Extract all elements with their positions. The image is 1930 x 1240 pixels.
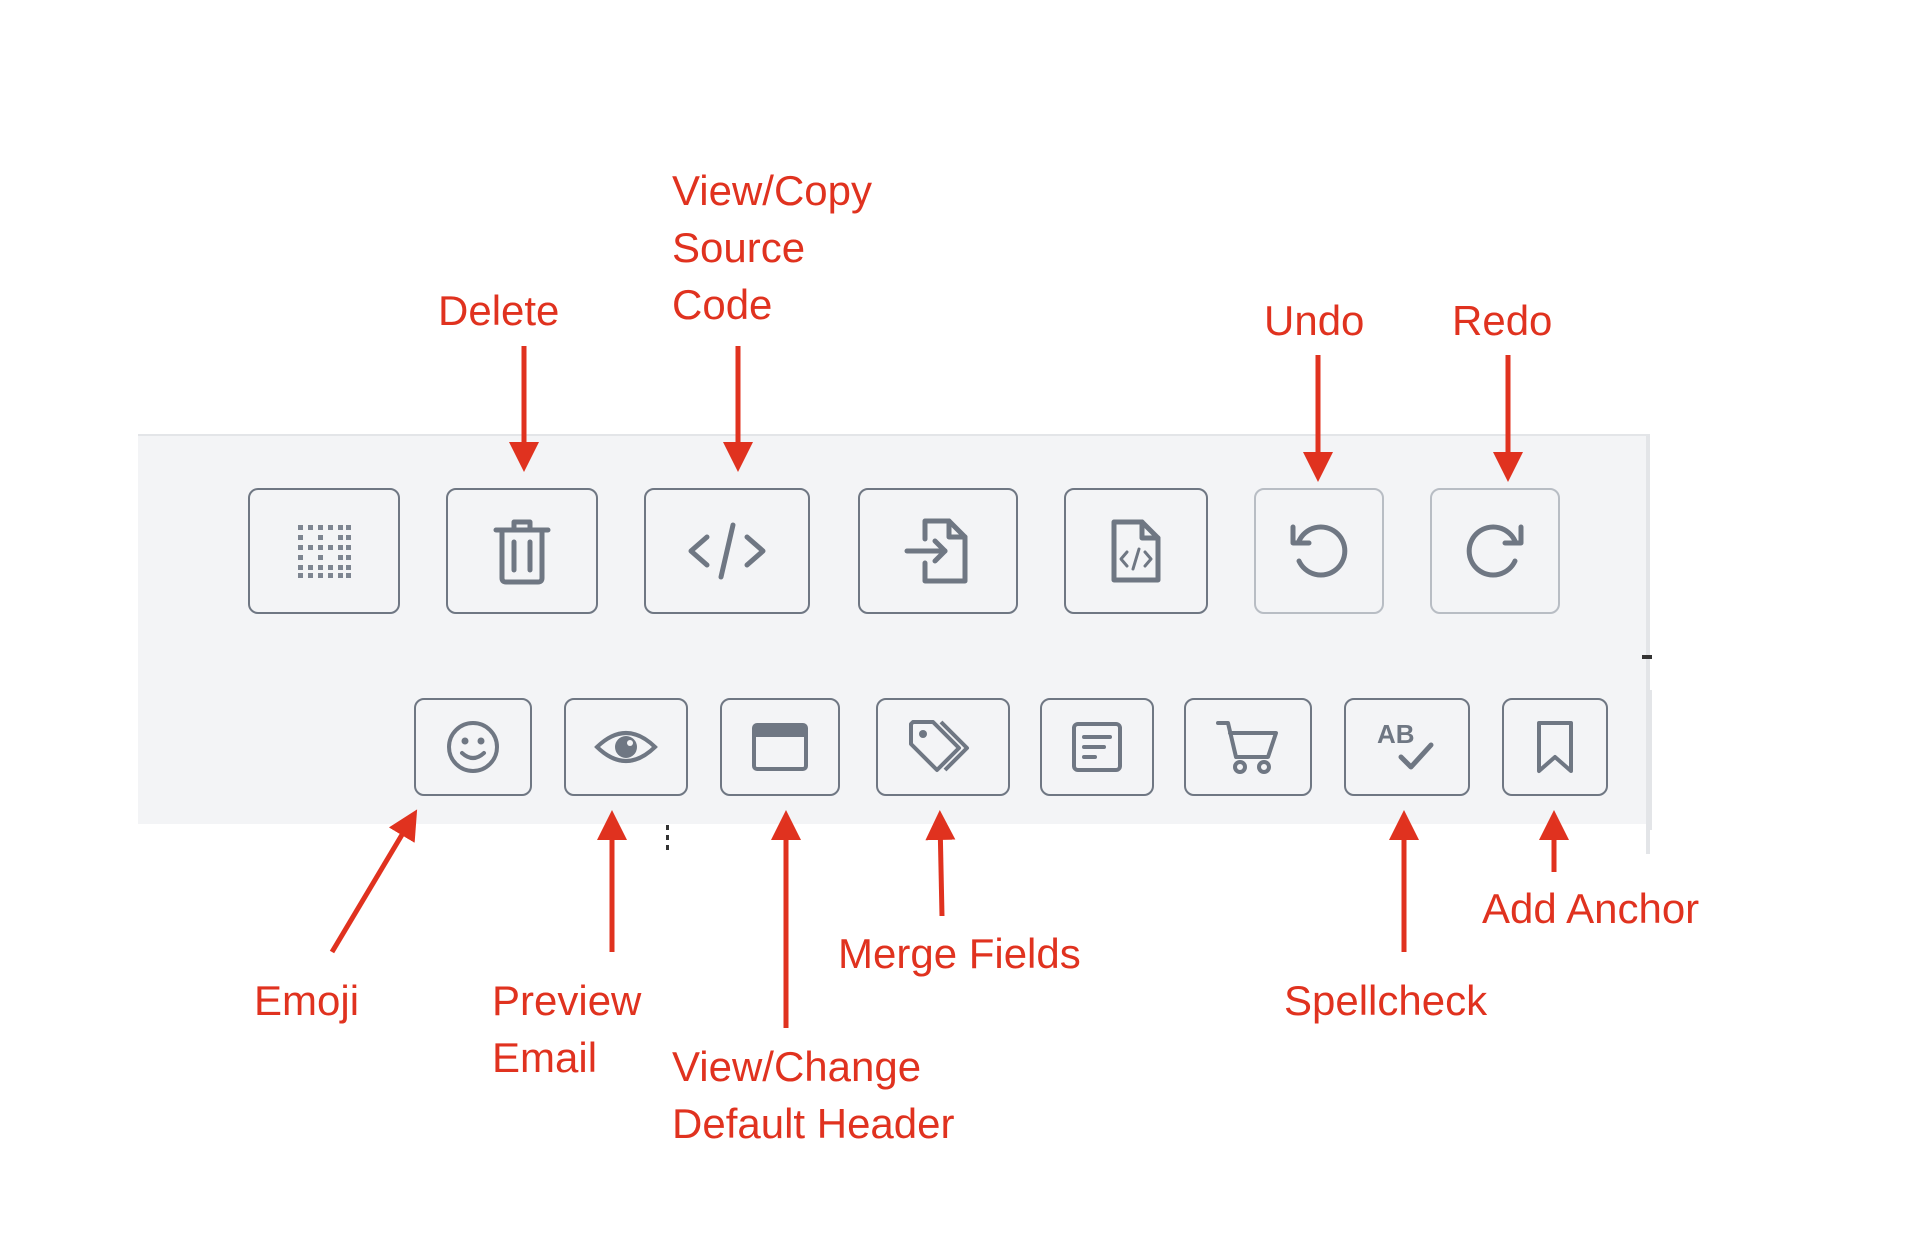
- spellcheck-glyph: AB: [1377, 719, 1415, 749]
- emoji-arrow: [329, 809, 418, 954]
- file-code-icon: [1111, 519, 1161, 583]
- preview-email-label: Preview Email: [492, 977, 642, 1081]
- undo-label: Undo: [1264, 297, 1365, 344]
- eye-icon: [594, 731, 658, 763]
- dotted-grid-button[interactable]: [248, 488, 400, 614]
- drag-handle-icon[interactable]: [666, 825, 670, 855]
- cart-button[interactable]: [1184, 698, 1312, 796]
- redo-button[interactable]: [1430, 488, 1560, 614]
- emoji-label: Emoji: [254, 977, 360, 1024]
- html-file-button[interactable]: [1064, 488, 1208, 614]
- file-import-icon: [904, 518, 968, 584]
- preview-email-button[interactable]: [564, 698, 688, 796]
- panel-edge: [1646, 434, 1650, 854]
- merge-fields-button[interactable]: [876, 698, 1010, 796]
- redo-label: Redo: [1452, 297, 1553, 344]
- panel-edge-lower: [1650, 690, 1652, 830]
- scroll-marker: [1642, 655, 1652, 659]
- undo-button[interactable]: [1254, 488, 1384, 614]
- default-header-label: View/Change Default Header: [672, 1043, 955, 1147]
- tags-icon: [909, 720, 969, 772]
- window-header-icon: [752, 723, 808, 771]
- cart-icon: [1216, 721, 1278, 774]
- bookmark-icon: [1537, 721, 1573, 773]
- document-button[interactable]: [1040, 698, 1154, 796]
- import-button[interactable]: [858, 488, 1018, 614]
- code-icon: [688, 522, 766, 580]
- spellcheck-icon: AB: [1377, 719, 1434, 770]
- source-code-button[interactable]: [644, 488, 810, 614]
- merge-fields-arrow: [925, 810, 956, 917]
- add-anchor-button[interactable]: [1502, 698, 1608, 796]
- add-anchor-label: Add Anchor: [1482, 885, 1700, 932]
- dotted-grid-icon: [298, 525, 351, 578]
- delete-label: Delete: [438, 287, 560, 334]
- source-code-label: View/Copy Source Code: [672, 167, 872, 328]
- spellcheck-button[interactable]: AB: [1344, 698, 1470, 796]
- undo-icon: [1290, 524, 1348, 578]
- document-lines-icon: [1072, 722, 1122, 772]
- redo-icon: [1466, 524, 1524, 578]
- smiley-icon: [447, 721, 499, 773]
- trash-icon: [493, 519, 551, 585]
- emoji-button[interactable]: [414, 698, 532, 796]
- default-header-button[interactable]: [720, 698, 840, 796]
- delete-button[interactable]: [446, 488, 598, 614]
- spellcheck-label: Spellcheck: [1284, 977, 1488, 1024]
- merge-fields-label: Merge Fields: [838, 930, 1081, 977]
